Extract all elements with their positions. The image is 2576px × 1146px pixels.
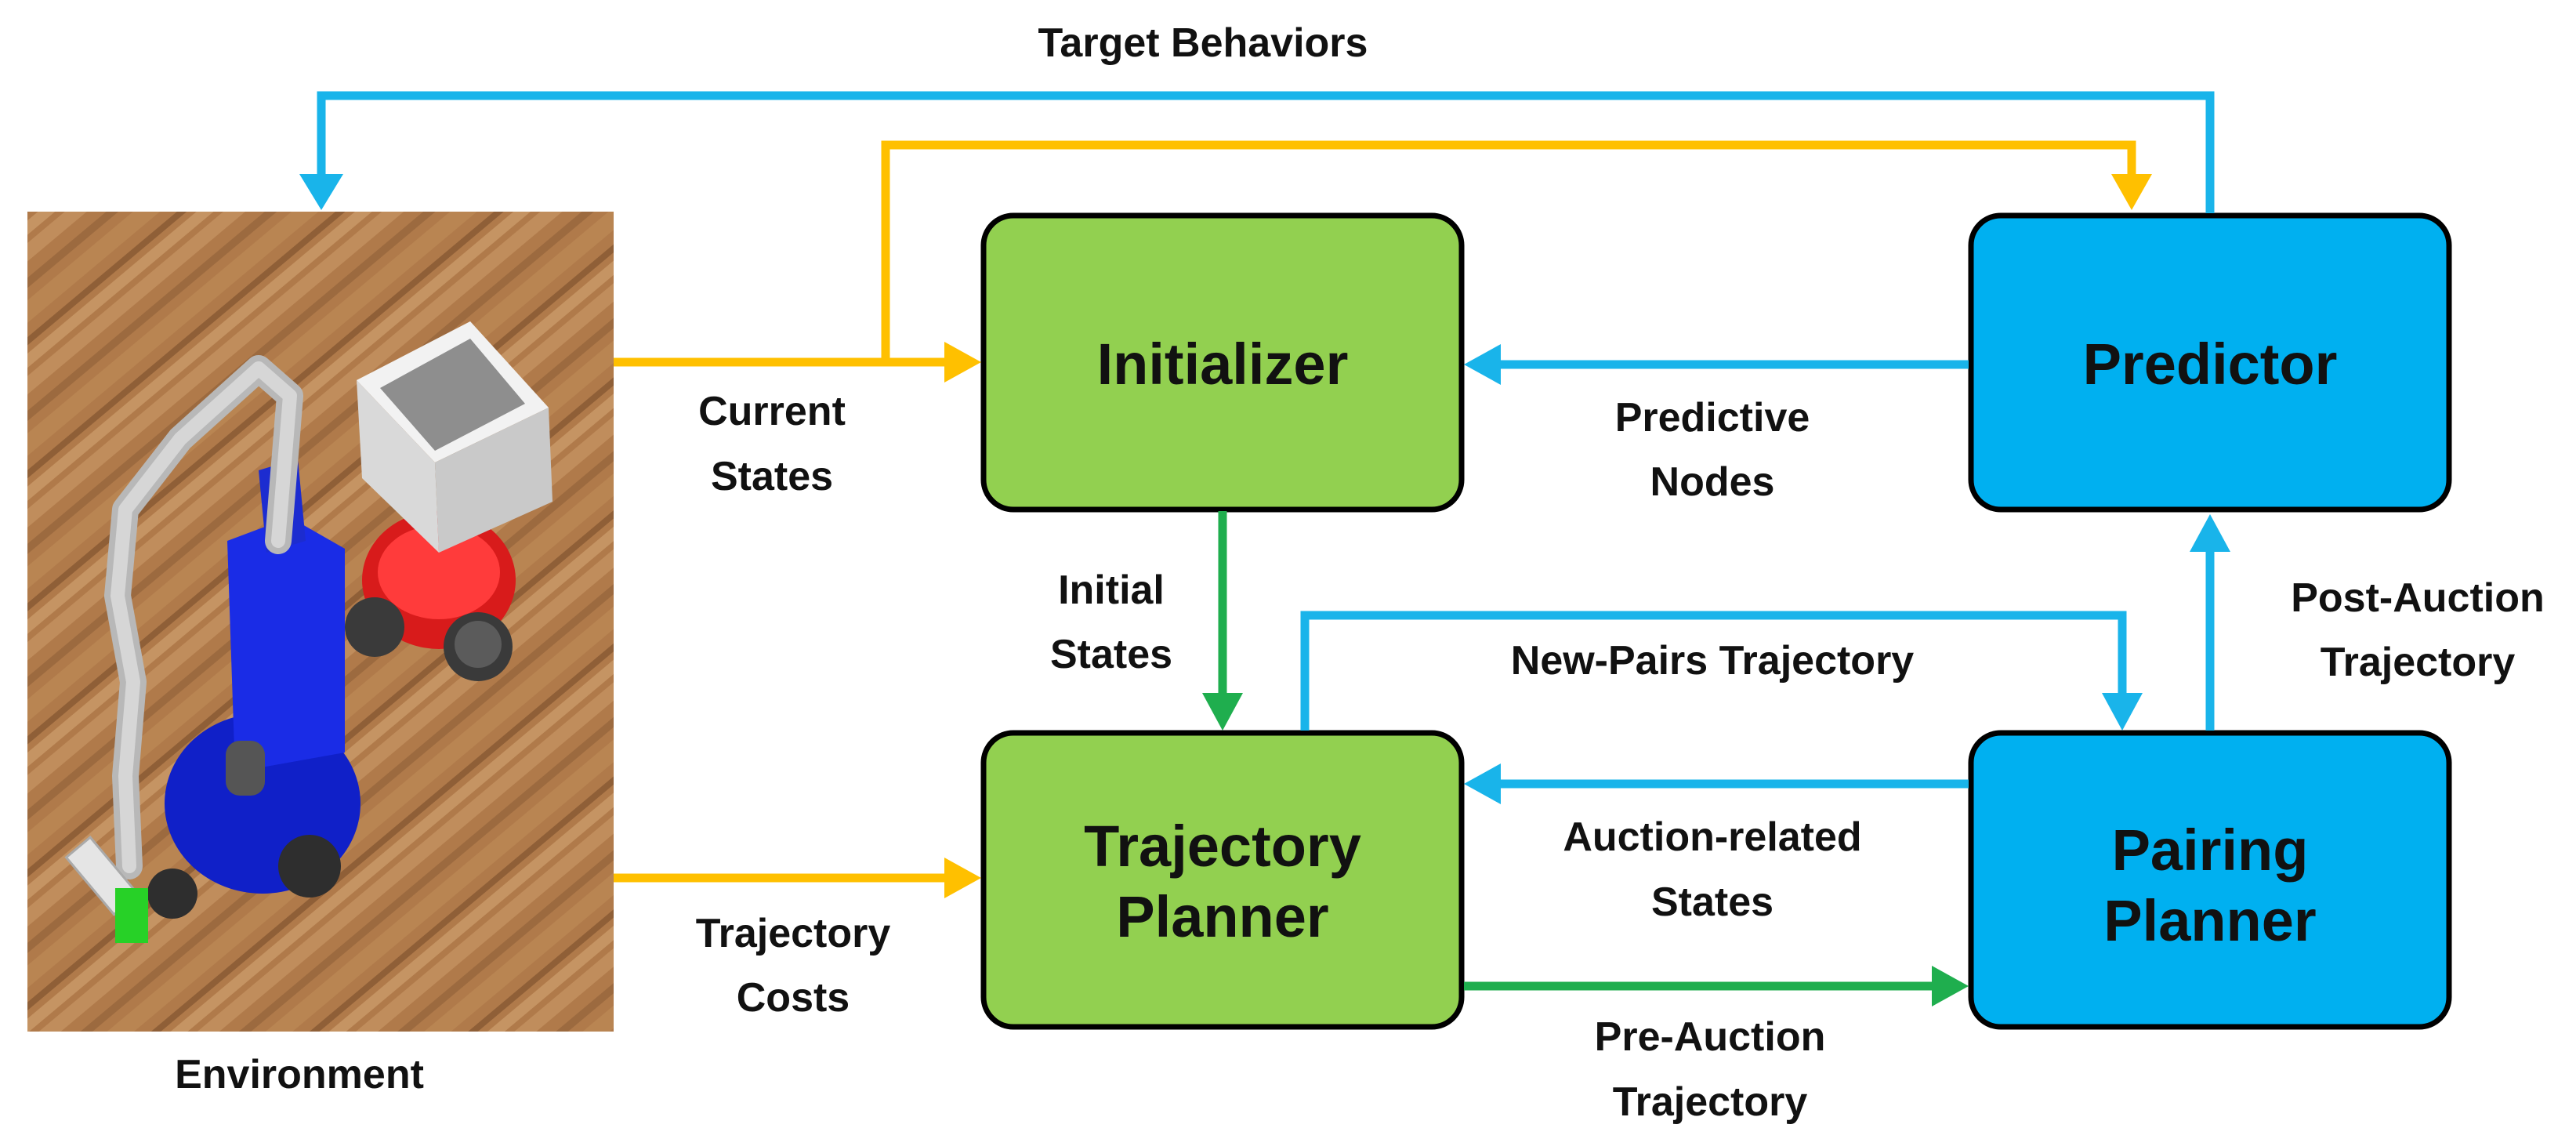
trajectory-costs-label-line2: Costs xyxy=(737,975,850,1021)
current-states-label-line1: Current xyxy=(698,389,846,434)
blue-robot-illustration xyxy=(64,355,360,943)
trajectory-planner-block: Trajectory Planner xyxy=(980,730,1465,1030)
initial-states-label-line1: Initial xyxy=(1058,568,1165,613)
environment-image xyxy=(27,212,614,1032)
auction-related-states-label-line2: States xyxy=(1651,879,1773,925)
trajectory-costs-label-line1: Trajectory xyxy=(696,911,891,956)
red-robot-illustration xyxy=(345,321,553,681)
new-pairs-trajectory-label: New-Pairs Trajectory xyxy=(1511,638,1915,684)
new-pairs-trajectory-arrow xyxy=(1300,611,2143,731)
post-auction-trajectory-label-line2: Trajectory xyxy=(2321,640,2516,685)
pairing-planner-block: Pairing Planner xyxy=(1968,730,2452,1030)
pairing-planner-title-line2: Planner xyxy=(2103,888,2316,953)
pre-auction-trajectory-label-line2: Trajectory xyxy=(1613,1079,1808,1125)
predictor-block: Predictor xyxy=(1968,212,2452,513)
predictive-nodes-label-line2: Nodes xyxy=(1650,459,1775,505)
target-behaviors-label: Target Behaviors xyxy=(1038,20,1368,66)
pre-auction-trajectory-arrow xyxy=(1464,966,1969,1006)
initial-states-arrow xyxy=(1202,511,1243,731)
predictive-nodes-arrow xyxy=(1464,344,1969,385)
auction-related-states-label-line1: Auction-related xyxy=(1563,814,1861,860)
initializer-block: Initializer xyxy=(980,212,1465,513)
pre-auction-trajectory-label-line1: Pre-Auction xyxy=(1595,1014,1826,1060)
predictive-nodes-label-line1: Predictive xyxy=(1615,395,1810,441)
post-auction-trajectory-label-line1: Post-Auction xyxy=(2291,575,2545,621)
pairing-planner-title-line1: Pairing xyxy=(2112,818,2309,883)
trajectory-costs-arrow xyxy=(614,858,981,898)
target-behaviors-arrow xyxy=(299,91,2215,213)
initializer-title: Initializer xyxy=(1097,332,1349,397)
trajectory-planner-title-line1: Trajectory xyxy=(1084,814,1361,879)
current-states-arrow xyxy=(614,140,2152,383)
current-states-label-line2: States xyxy=(711,454,833,499)
auction-related-states-arrow xyxy=(1464,763,1969,804)
trajectory-planner-title-line2: Planner xyxy=(1116,884,1328,949)
initial-states-label-line2: States xyxy=(1050,632,1172,677)
predictor-title: Predictor xyxy=(2083,332,2338,397)
post-auction-trajectory-arrow xyxy=(2190,514,2230,731)
environment-label: Environment xyxy=(175,1052,424,1097)
